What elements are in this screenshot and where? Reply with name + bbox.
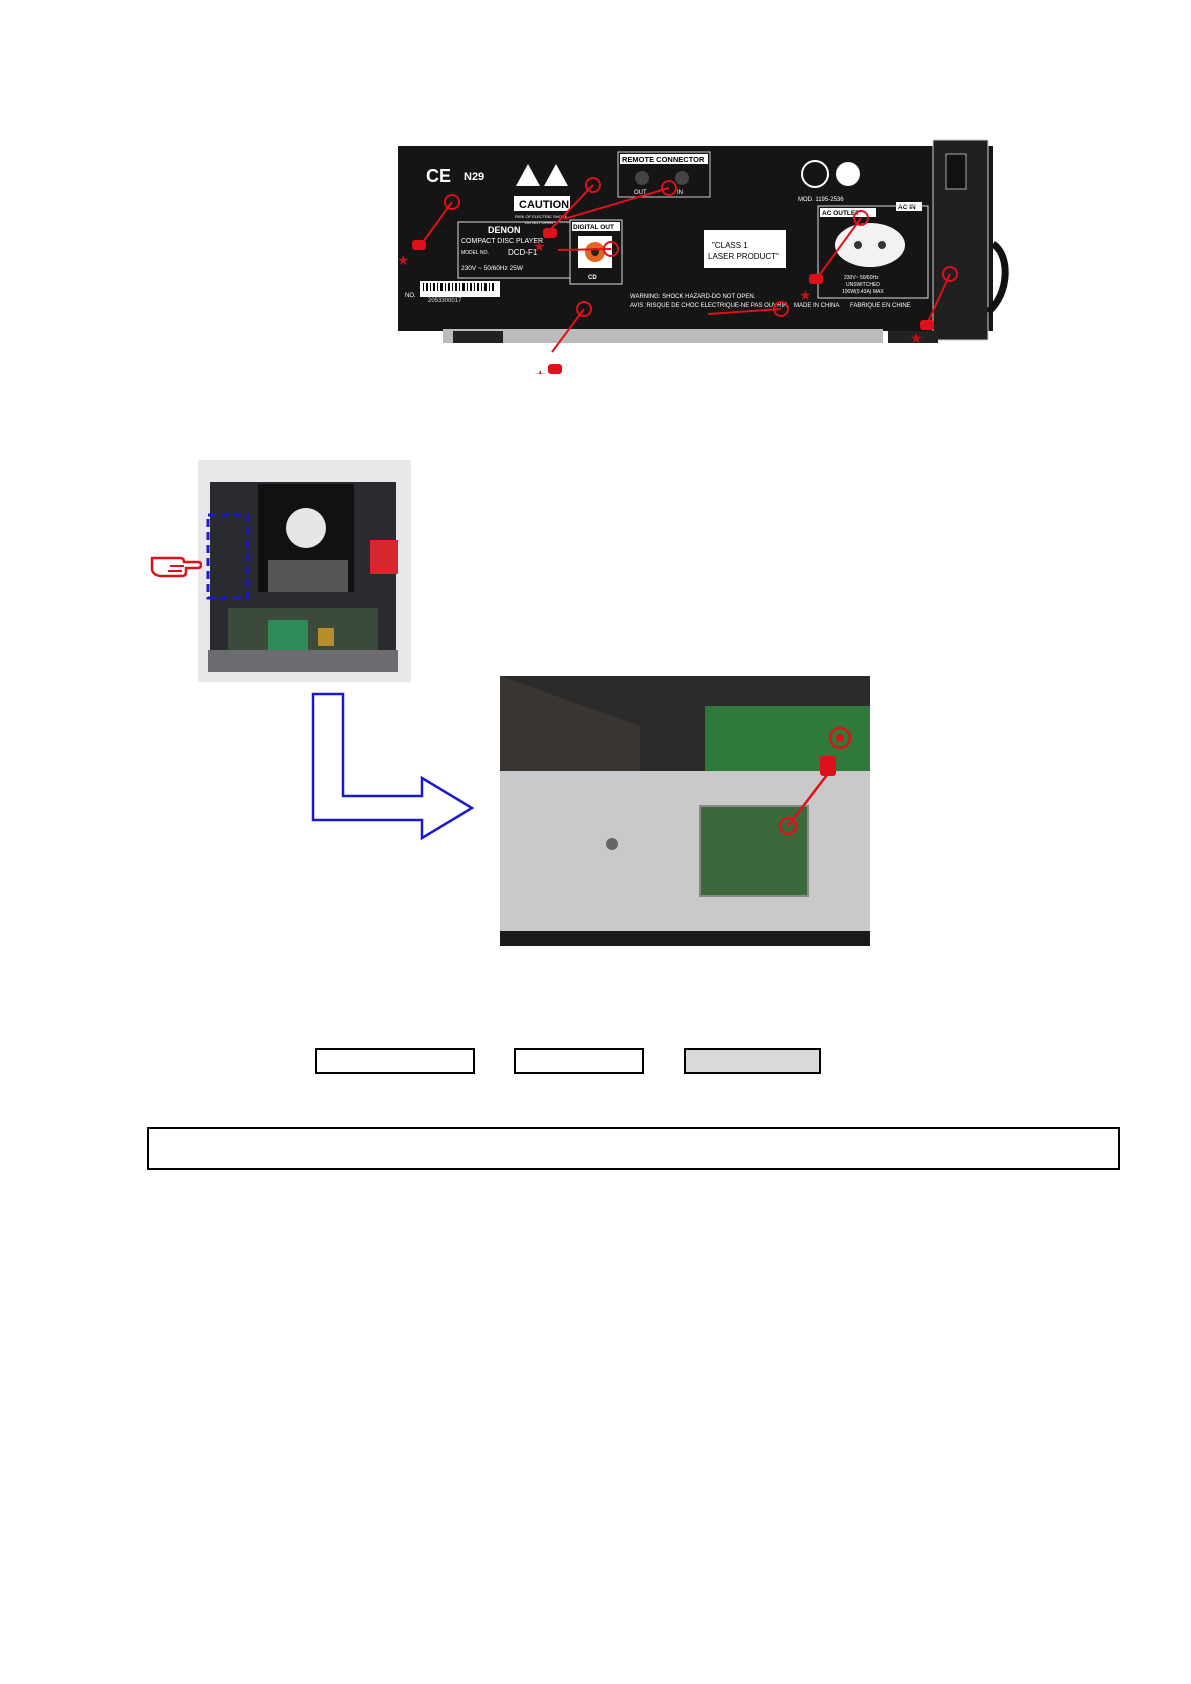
star-markers: ★ ★ ★ ★ ★ <box>398 238 923 374</box>
chassis-screw-hole <box>606 838 618 850</box>
shock-warning-icon <box>516 164 540 186</box>
power-cord-plug <box>945 153 967 190</box>
ac-outlet-label: AC OUTLET <box>822 210 859 217</box>
blank-wide-field <box>147 1127 1120 1170</box>
blank-field-2 <box>514 1048 644 1074</box>
access-window <box>699 805 809 897</box>
serial-prefix: NO. <box>405 293 416 299</box>
blank-field-1 <box>315 1048 475 1074</box>
remote-in-label: IN <box>677 190 683 196</box>
outlet-spec-1: 230V~ 50/60Hz <box>844 275 879 281</box>
laser-class-line1: "CLASS 1 <box>712 241 748 250</box>
cd-label: CD <box>588 275 597 281</box>
remote-out-label: OUT <box>634 190 647 196</box>
caution-label: CAUTION <box>519 199 569 211</box>
ce-mark: CE <box>426 166 451 186</box>
svg-text:★: ★ <box>398 252 410 268</box>
certification-icon <box>801 160 829 188</box>
svg-text:★: ★ <box>799 287 812 303</box>
n29-mark: N29 <box>464 171 484 183</box>
fabrique-label: FABRIQUE EN CHINE <box>850 303 911 309</box>
ac-in-label: AC IN <box>898 204 916 211</box>
pct-mark-icon <box>836 162 860 186</box>
screw-markers <box>422 177 958 353</box>
board-closeup-photo <box>500 676 870 946</box>
metal-chassis-side <box>500 771 870 931</box>
svg-text:★: ★ <box>910 330 923 346</box>
direction-arrow-icon <box>311 692 475 841</box>
ac-outlet-socket <box>835 223 905 267</box>
remote-connector-label: REMOTE CONNECTOR <box>622 155 705 164</box>
removed-screw-icon <box>820 756 836 776</box>
brand-label: DENON <box>488 225 521 235</box>
caution-warning-icon <box>544 164 568 186</box>
model-number: DCD-F1 <box>508 248 538 257</box>
serial-number: 2053300017 <box>428 298 462 304</box>
certification-number: MOD. 1195-2536 <box>798 197 844 203</box>
transformer <box>370 540 398 574</box>
removed-screw-icons <box>412 228 934 374</box>
screw-highlight <box>778 816 798 836</box>
disc-spindle-icon <box>286 508 326 548</box>
made-in-label: MADE IN CHINA <box>794 303 839 309</box>
warning-text-en: WARNING: SHOCK HAZARD-DO NOT OPEN. <box>630 294 756 300</box>
caution-sub1: RISK OF ELECTRIC SHOCK <box>515 214 568 219</box>
laser-class-line2: LASER PRODUCT" <box>708 252 779 261</box>
highlight-area <box>206 513 250 600</box>
svg-text:★: ★ <box>533 238 546 254</box>
outlet-spec-3: 100W(0.43A) MAX <box>842 289 884 295</box>
circuit-board <box>705 706 870 776</box>
power-rating: 230V ~ 50/60Hz 25W <box>461 265 524 272</box>
product-label: COMPACT DISC PLAYER <box>461 238 543 245</box>
blank-field-3 <box>684 1048 821 1074</box>
pointing-hand-icon <box>150 556 202 578</box>
model-label-text: MODEL NO. <box>461 250 489 256</box>
chassis-inside-photo <box>198 460 411 682</box>
digital-out-label: DIGITAL OUT <box>573 224 614 231</box>
warning-text-fr: AVIS :RISQUE DE CHOC ELECTRIQUE-NE PAS O… <box>630 303 789 309</box>
svg-text:★: ★ <box>534 367 547 374</box>
outlet-spec-2: UNSWITCHED <box>846 282 880 288</box>
rear-panel-photo: CE N29 CAUTION RISK OF ELECTRIC SHOCK DO… <box>398 134 1023 374</box>
